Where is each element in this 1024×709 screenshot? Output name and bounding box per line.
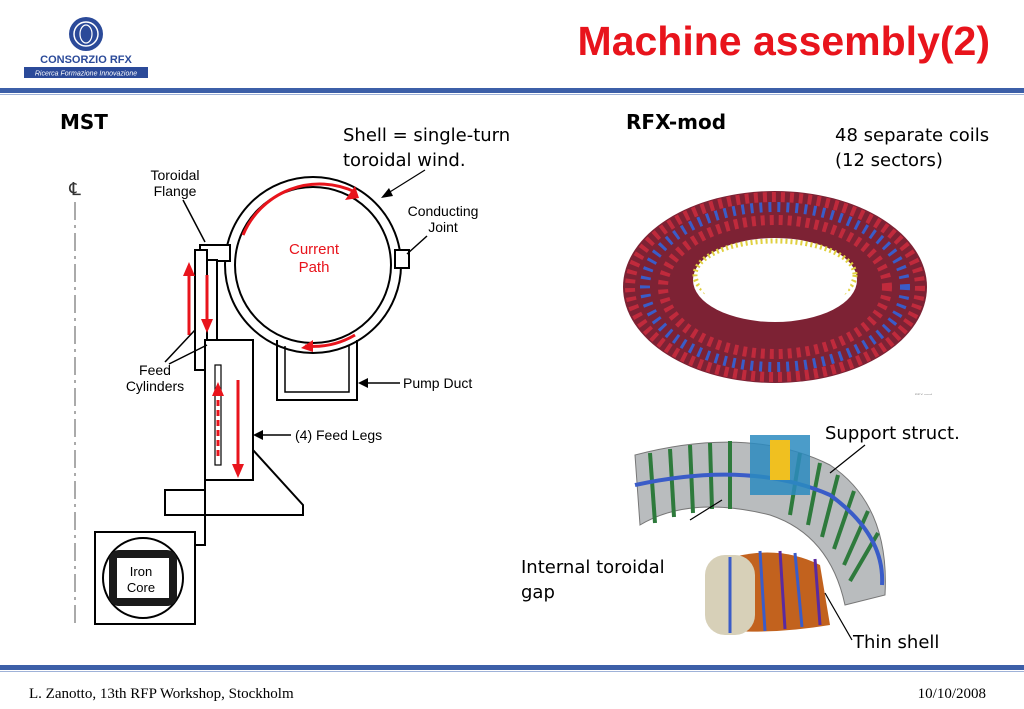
shell-note-line1: Shell = single-turn — [343, 125, 511, 146]
mst-heading: MST — [60, 110, 108, 134]
slide-title: Machine assembly(2) — [577, 18, 990, 64]
shell-note: Shell = single-turn toroidal wind. — [343, 123, 510, 173]
rfx-cutaway-render — [634, 435, 886, 641]
current-path-label-2: Path — [299, 259, 330, 276]
support-note: Support struct. — [825, 423, 960, 444]
pump-duct-label: Pump Duct — [403, 375, 472, 391]
footer-date: 10/10/2008 — [917, 686, 986, 702]
thin-shell-note: Thin shell — [853, 632, 940, 653]
conducting-joint — [394, 249, 410, 269]
coils-note: 48 separate coils (12 sectors) — [835, 123, 989, 173]
header-rule — [0, 88, 1024, 93]
iron-core-lamination — [109, 550, 177, 606]
logo-tagline: Ricerca Formazione Innovazione — [35, 71, 137, 78]
feed-legs-label: (4) Feed Legs — [295, 427, 382, 443]
current-path-arrows — [187, 182, 356, 470]
svg-text:RFX-mod: RFX-mod — [915, 392, 932, 395]
feed-cylinders-label-2: Cylinders — [126, 378, 184, 394]
iron-core-label-2: Core — [127, 580, 155, 595]
rfx-heading: RFX-mod — [626, 110, 727, 134]
toroidal-flange-label-2: Flange — [154, 183, 197, 199]
footer-rule — [0, 665, 1024, 670]
gap-note: Internal toroidal gap — [521, 555, 665, 605]
consorzio-rfx-logo: CONSORZIO RFX Ricerca Formazione Innovaz… — [22, 14, 150, 84]
coils-note-line2: (12 sectors) — [835, 150, 943, 171]
iron-core-label-1: Iron — [130, 564, 152, 579]
footer-rule-thin — [0, 671, 1024, 672]
pump-duct — [276, 340, 358, 401]
toroidal-flange-label-1: Toroidal — [150, 167, 199, 183]
logo-name: CONSORZIO RFX — [40, 54, 132, 66]
conducting-joint-label-2: Joint — [428, 219, 458, 235]
feed-legs — [204, 339, 254, 481]
header-rule-thin — [0, 94, 1024, 95]
conducting-joint-label-1: Conducting — [408, 203, 479, 219]
feed-cylinders-label-1: Feed — [139, 362, 171, 378]
footer-author: L. Zanotto, 13th RFP Workshop, Stockholm — [29, 686, 294, 702]
rfx-torus-coils-render: RFX-mod — [623, 191, 932, 395]
mst-diagram: ℄ Iron Core Current Path To — [68, 167, 479, 625]
current-path-label-1: Current — [289, 241, 340, 258]
centerline-symbol: ℄ — [68, 179, 81, 199]
shell-note-line2: toroidal wind. — [343, 150, 466, 171]
gap-note-line1: Internal toroidal — [521, 557, 665, 578]
coils-note-line1: 48 separate coils — [835, 125, 990, 146]
gap-note-line2: gap — [521, 582, 555, 603]
